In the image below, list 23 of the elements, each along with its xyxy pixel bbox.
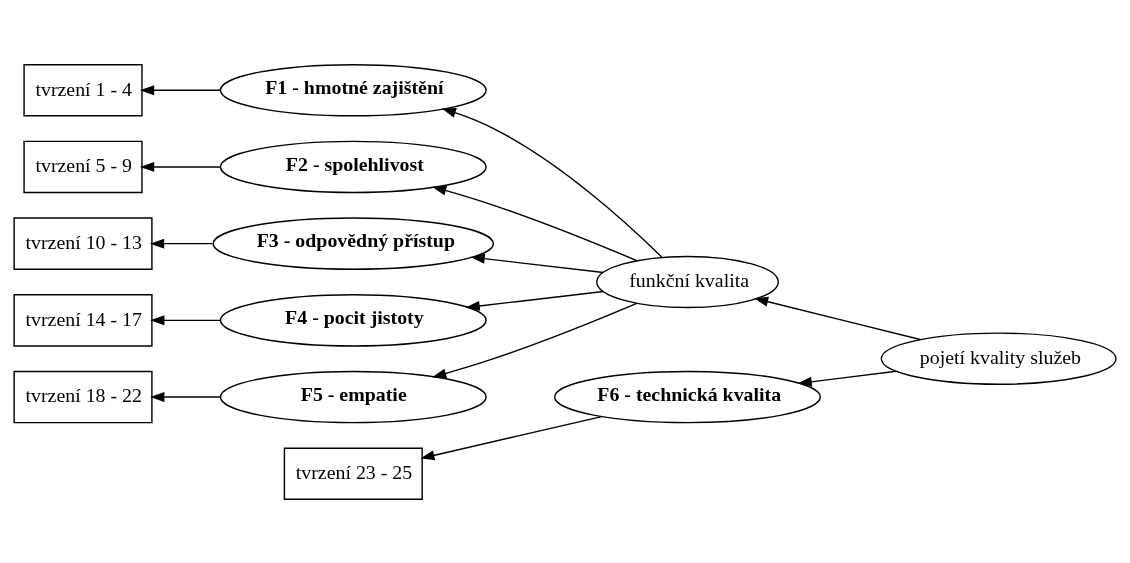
arrow: [150, 314, 221, 325]
arrow: [465, 290, 605, 311]
node-box: tvrzení 1 - 4: [23, 63, 143, 117]
node-ellipse: F3 - odpovědný přístup: [212, 216, 495, 270]
arrow: [140, 161, 221, 172]
node-ellipse: pojetí kvality služeb: [880, 331, 1117, 385]
arrow: [420, 415, 603, 460]
arrow: [441, 107, 663, 258]
node-box: tvrzení 5 - 9: [23, 140, 143, 193]
node-box: tvrzení 14 - 17: [13, 293, 153, 347]
arrow: [150, 391, 221, 402]
node-box: tvrzení 23 - 25: [283, 446, 423, 500]
arrow: [432, 185, 638, 261]
arrow: [149, 238, 214, 249]
arrow: [432, 302, 638, 378]
arrow: [470, 253, 605, 273]
node-ellipse: F4 - pocit jistoty: [219, 293, 487, 347]
arrow: [753, 296, 921, 340]
node-box: tvrzení 10 - 13: [13, 216, 153, 270]
arrow: [797, 370, 897, 387]
arrow: [140, 84, 221, 95]
node-box: tvrzení 18 - 22: [13, 370, 153, 423]
node-ellipse: F6 - technická kvalita: [554, 370, 821, 423]
